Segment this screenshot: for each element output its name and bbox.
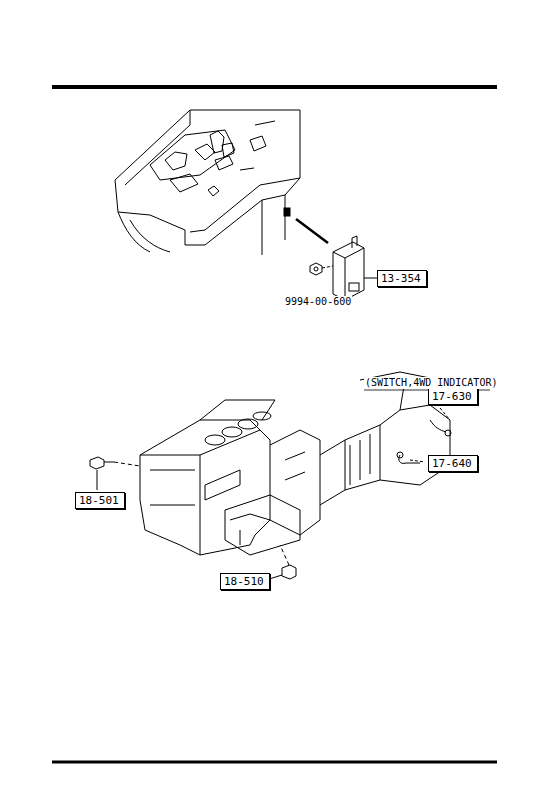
callout-box: 18-510 bbox=[220, 573, 270, 590]
footer-rule bbox=[52, 761, 497, 764]
header-rule bbox=[52, 85, 497, 89]
switch-17-630 bbox=[430, 408, 451, 436]
callout-box: 13-354 bbox=[377, 270, 427, 287]
nut bbox=[310, 263, 333, 275]
engine-block bbox=[140, 400, 275, 555]
sensor-18-501 bbox=[90, 457, 140, 490]
transmission bbox=[225, 372, 450, 555]
leader-line bbox=[296, 219, 328, 243]
part-number: 9994-00-600 bbox=[284, 296, 352, 308]
callout-box: 18-501 bbox=[75, 492, 125, 509]
control-unit bbox=[333, 236, 377, 300]
vehicle-front bbox=[115, 110, 300, 255]
callout-box: 17-640 bbox=[428, 455, 478, 472]
callout-box: 17-630 bbox=[428, 388, 478, 405]
callout-number: 17-630 bbox=[432, 390, 474, 403]
sensor-18-510 bbox=[266, 545, 296, 580]
callout-number: 13-354 bbox=[381, 272, 423, 285]
callout-number: 17-640 bbox=[432, 457, 474, 470]
part-note: (SWITCH,4WD INDICATOR) bbox=[364, 377, 498, 389]
callout-number: 18-501 bbox=[79, 494, 121, 507]
callout-number: 18-510 bbox=[224, 575, 266, 588]
switch-17-640 bbox=[397, 452, 425, 463]
